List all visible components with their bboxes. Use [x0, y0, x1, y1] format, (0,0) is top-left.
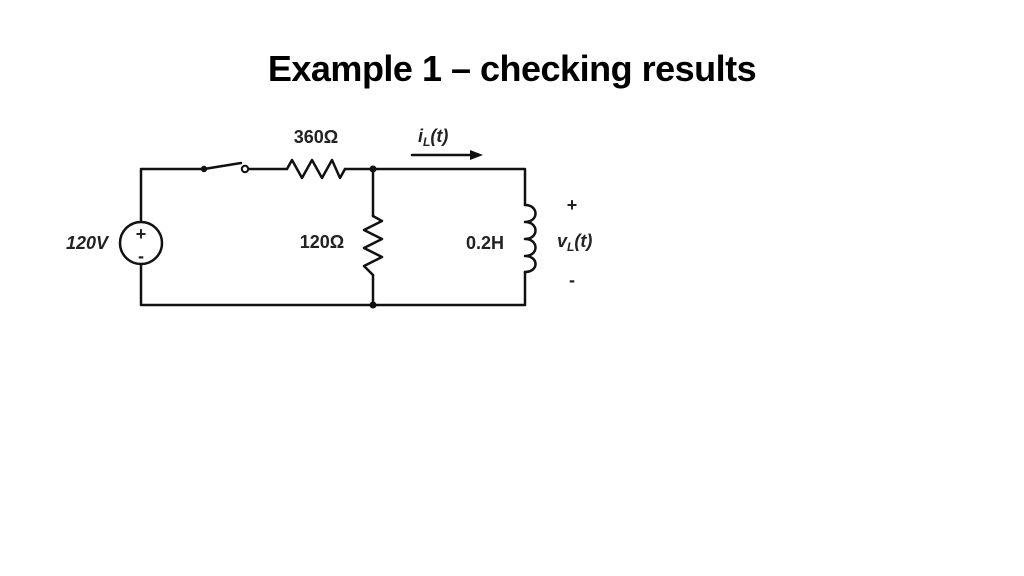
- voltage-source: [118, 220, 164, 266]
- series-resistor-label: 360Ω: [294, 127, 338, 147]
- shunt-resistor: [362, 214, 384, 277]
- junction-dot-bottom: [369, 301, 377, 309]
- voltage-minus-sign: -: [569, 270, 575, 290]
- voltage-plus-sign: +: [567, 195, 578, 215]
- source-voltage-label: 120V: [66, 233, 110, 253]
- shunt-resistor-label: 120Ω: [300, 232, 344, 252]
- slide-title: Example 1 – checking results: [267, 48, 757, 89]
- left-wire-bottom: [139, 263, 527, 307]
- inductor-label: 0.2H: [466, 233, 504, 253]
- current-label: iL(t): [418, 126, 448, 149]
- current-label-arg: (t): [430, 126, 448, 146]
- junction-dot-top: [369, 165, 377, 173]
- current-label-subscript: L: [423, 135, 430, 149]
- switch-blade: [202, 161, 243, 171]
- voltage-label-subscript: L: [567, 240, 574, 254]
- inductor: [523, 203, 537, 274]
- voltage-label-main: v: [557, 231, 568, 251]
- switch-contact: [240, 164, 250, 174]
- series-resistor: [285, 158, 347, 180]
- source-minus-sign: -: [138, 246, 144, 266]
- voltage-label-arg: (t): [574, 231, 592, 251]
- current-label-main: i: [418, 126, 424, 146]
- current-arrowhead: [470, 150, 483, 160]
- top-right-wire: [343, 167, 527, 207]
- source-plus-sign: +: [136, 224, 147, 244]
- voltage-label: vL(t): [557, 231, 592, 254]
- left-wire-top: [139, 167, 205, 224]
